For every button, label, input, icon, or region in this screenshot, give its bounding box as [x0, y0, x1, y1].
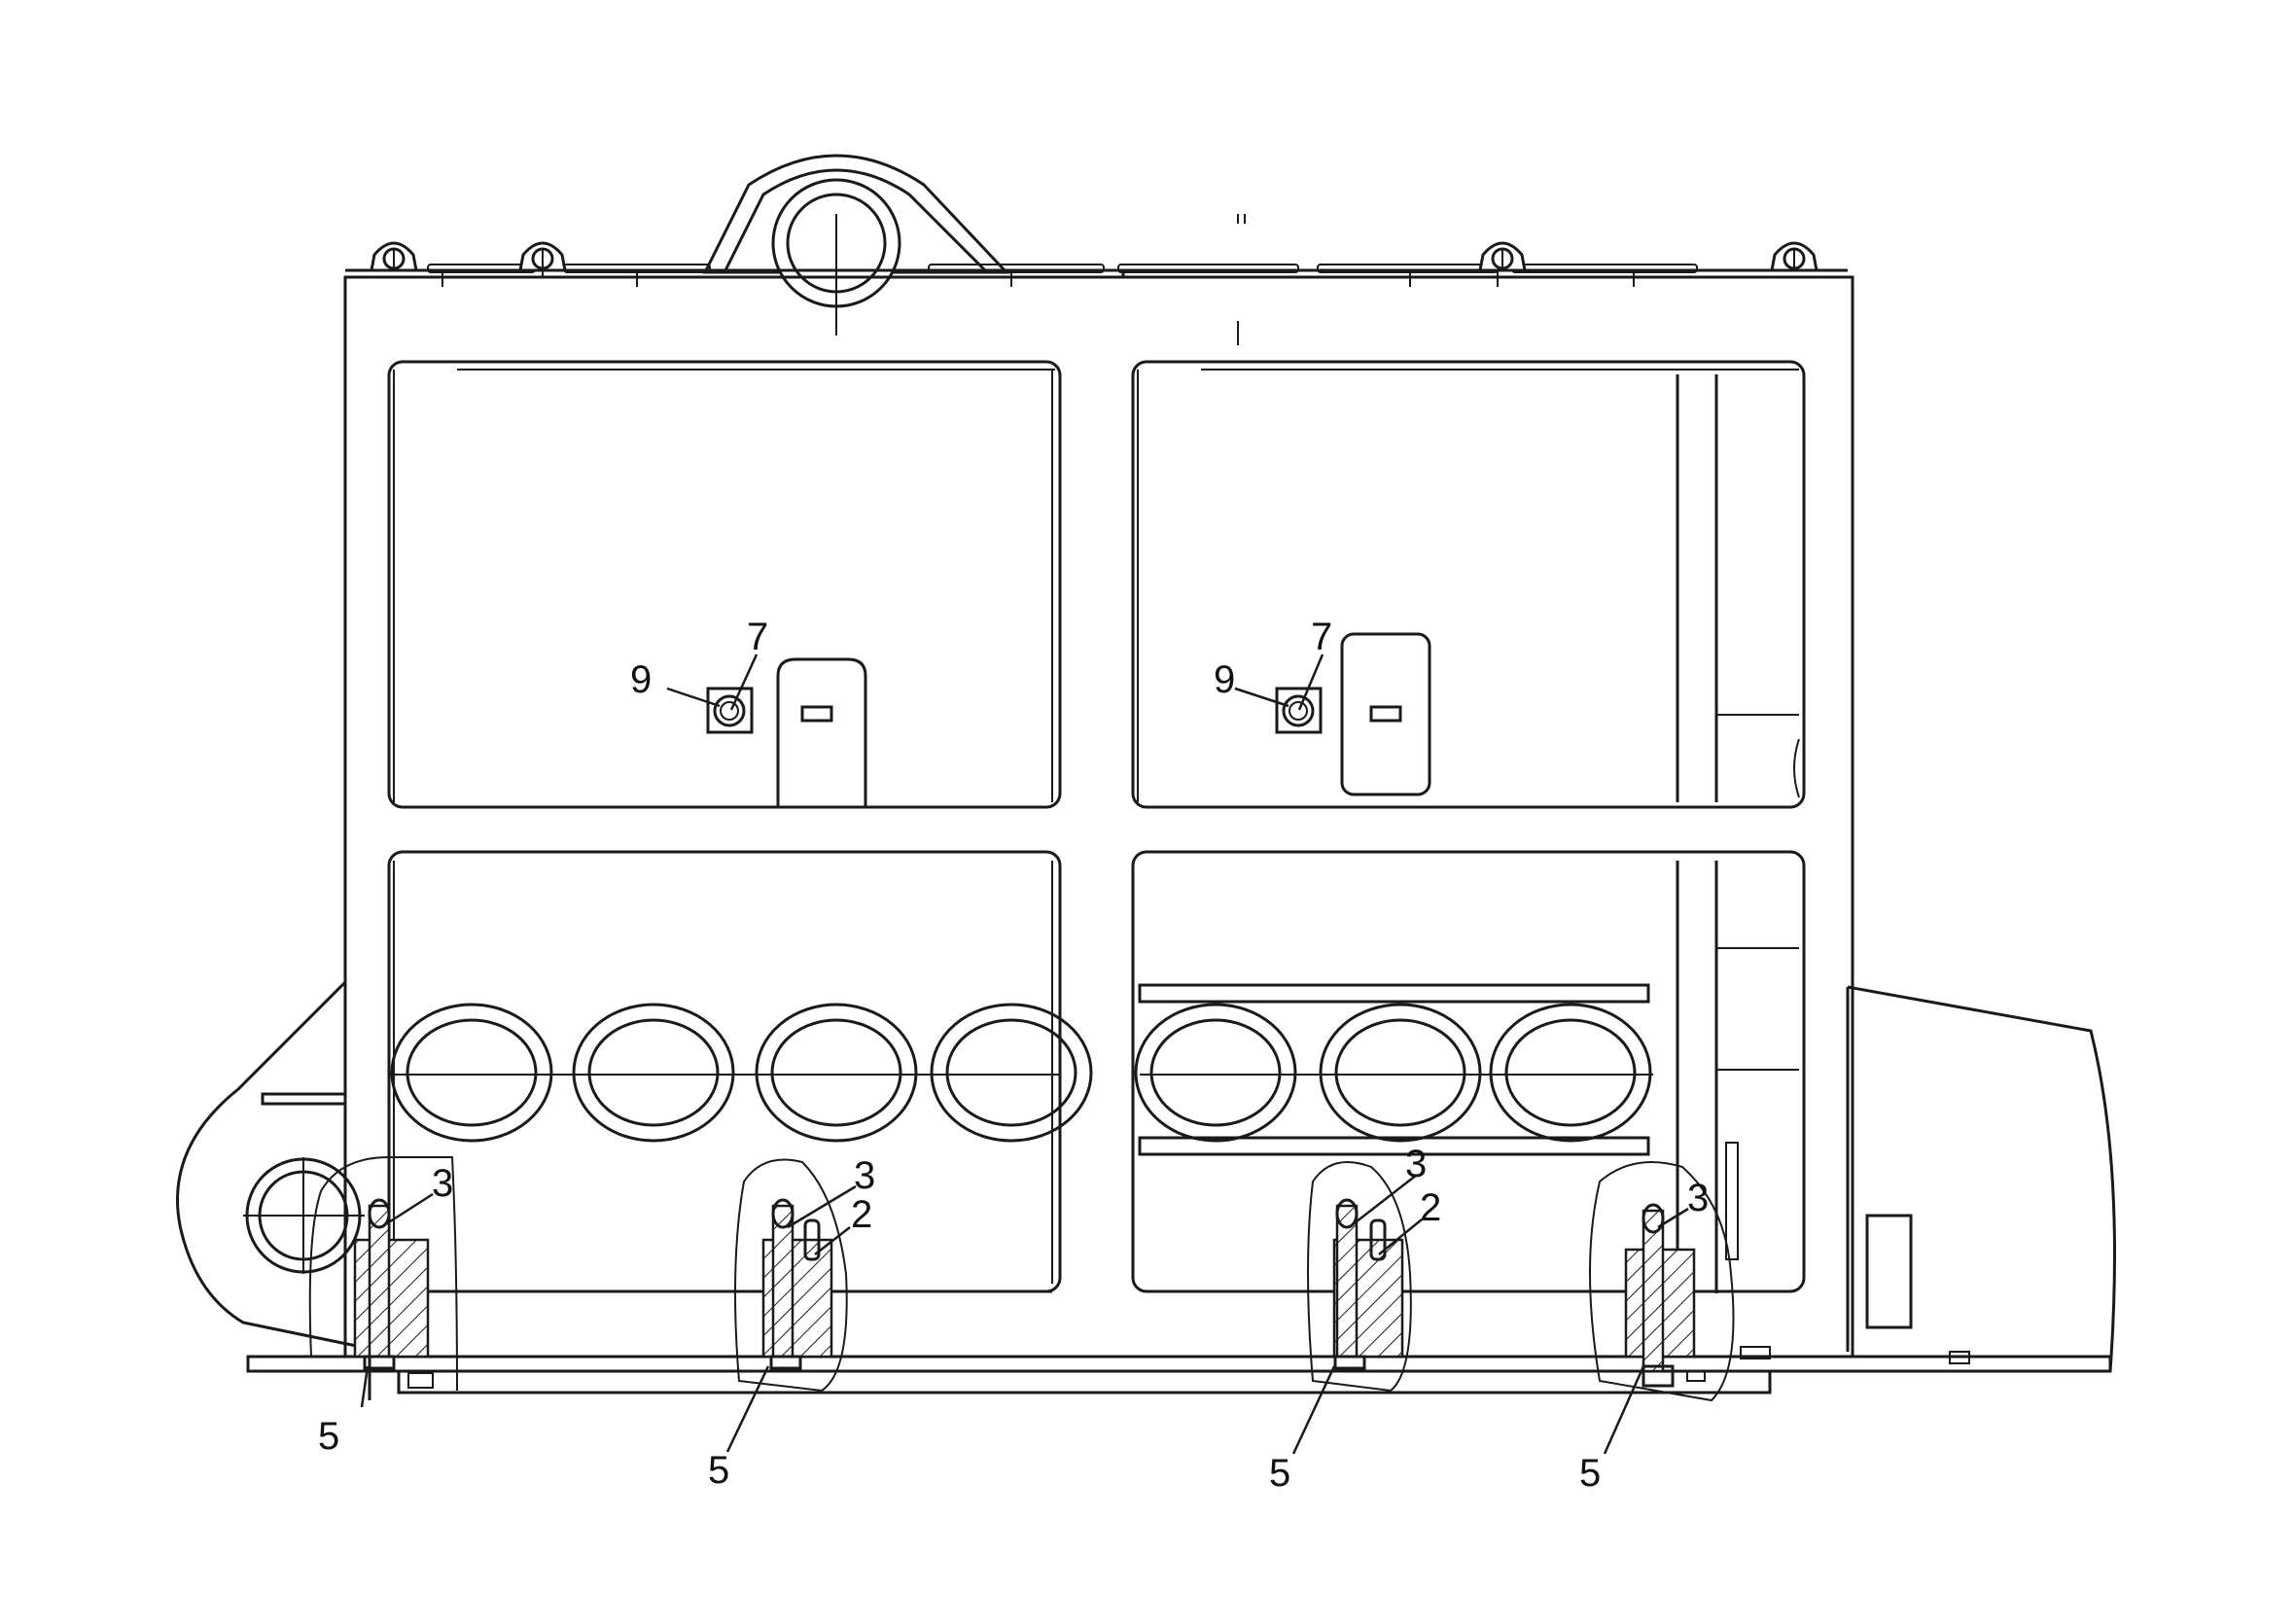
main-frame — [343, 214, 1854, 1359]
lifting-eye — [370, 241, 418, 272]
callouts: 9 7 9 7 3 5 3 2 5 3 2 5 3 5 — [318, 616, 1709, 1495]
lifting-eye — [1770, 241, 1818, 272]
callout-9: 9 — [1214, 658, 1235, 701]
tube-ring — [1489, 1003, 1652, 1143]
callout-5: 5 — [1579, 1452, 1601, 1495]
tube-ring — [930, 1003, 1093, 1143]
callout-5: 5 — [708, 1449, 729, 1492]
tube-ring — [1134, 1003, 1297, 1143]
anchor-bolt-assembly-1 — [308, 1156, 458, 1400]
tube-ring — [755, 1003, 918, 1143]
callout-2: 2 — [851, 1193, 872, 1236]
upper-left-opening — [387, 360, 1062, 809]
anchor-bolt-assembly-3 — [1307, 1161, 1412, 1393]
lifting-eye — [518, 241, 567, 277]
anchor-bolt-assembly-2 — [734, 1158, 848, 1393]
tube-ring — [390, 1003, 553, 1143]
top-hinge-boss — [702, 154, 1010, 335]
callout-9: 9 — [630, 658, 652, 701]
tube-ring — [1319, 1003, 1482, 1143]
callout-3: 3 — [1687, 1177, 1709, 1219]
callout-5: 5 — [318, 1415, 339, 1458]
base-plate — [246, 1346, 2112, 1395]
lifting-eye — [1478, 241, 1527, 272]
lifting-eyes — [370, 241, 1818, 277]
callout-5: 5 — [1269, 1452, 1290, 1495]
lower-right-opening — [1131, 850, 1806, 1293]
callout-3: 3 — [432, 1162, 453, 1205]
callout-3: 3 — [854, 1154, 875, 1197]
anchor-bolt-assembly-4 — [1589, 1161, 1735, 1402]
lower-left-opening — [387, 850, 1062, 1293]
upper-right-opening — [1131, 360, 1806, 809]
tube-ring — [572, 1003, 735, 1143]
callout-3: 3 — [1405, 1143, 1427, 1185]
callout-7: 7 — [1311, 616, 1332, 658]
callout-2: 2 — [1420, 1186, 1441, 1229]
tube-rings — [390, 1003, 1652, 1143]
callout-7: 7 — [747, 616, 768, 658]
right-side-extension — [1846, 985, 2116, 1372]
leader-lines — [360, 653, 1689, 1455]
